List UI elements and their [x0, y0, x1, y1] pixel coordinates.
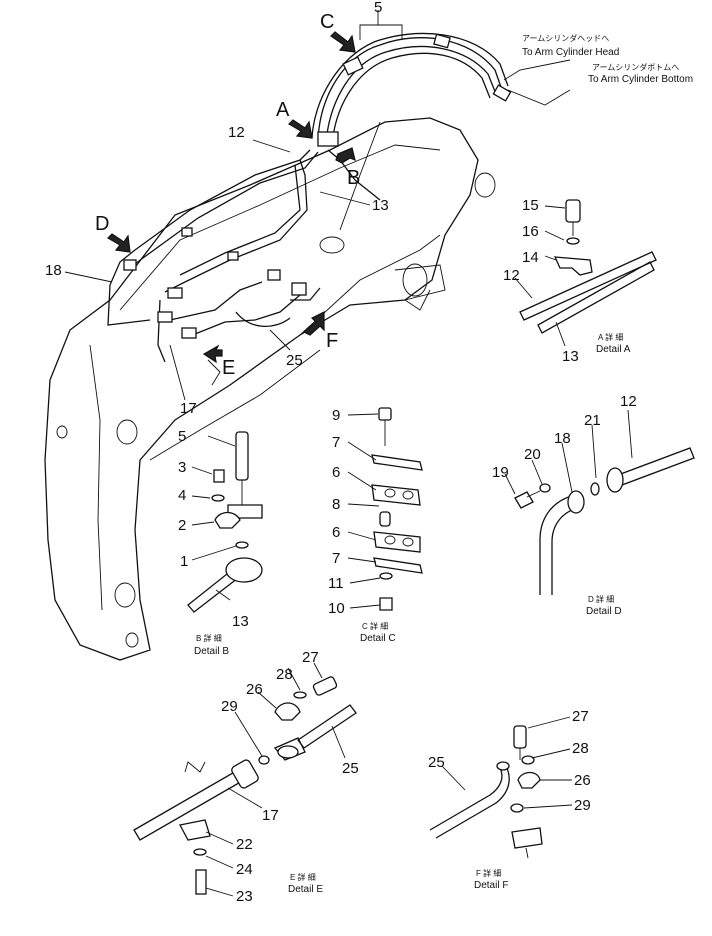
detail-d-en: Detail D [586, 606, 622, 617]
callout-6-c-top: 6 [332, 464, 340, 481]
callout-6-c-bottom: 6 [332, 524, 340, 541]
callout-26-e: 26 [246, 681, 263, 698]
callout-7-c-bottom: 7 [332, 550, 340, 567]
detail-f [429, 716, 573, 859]
detail-e [133, 662, 357, 897]
arm-cylinder-head-jp: アームシリンダヘッドへ [522, 33, 609, 43]
callout-29-e: 29 [221, 698, 238, 715]
detail-c-jp: C 詳 細 [362, 621, 388, 631]
callout-1-b: 1 [180, 553, 188, 570]
callout-20-d: 20 [524, 446, 541, 463]
callout-5-b: 5 [178, 428, 186, 445]
callout-16-a: 16 [522, 223, 539, 240]
detail-e-en: Detail E [288, 884, 323, 895]
arm-cylinder-head-en: To Arm Cylinder Head [522, 47, 619, 58]
callout-17-main: 17 [180, 400, 197, 417]
view-arrows [107, 31, 356, 364]
view-label-f: F [326, 330, 338, 352]
callout-22-e: 22 [236, 836, 253, 853]
callout-18-main: 18 [45, 262, 62, 279]
callout-12-main: 12 [228, 124, 245, 141]
callout-21-d: 21 [584, 412, 601, 429]
detail-f-en: Detail F [474, 880, 508, 891]
callout-3-b: 3 [178, 459, 186, 476]
callout-26-f: 26 [574, 772, 591, 789]
callout-27-e: 27 [302, 649, 319, 666]
callout-9-c: 9 [332, 407, 340, 424]
main-leaders [64, 10, 403, 401]
detail-c [347, 407, 423, 611]
callout-23-e: 23 [236, 888, 253, 905]
detail-c-en: Detail C [360, 633, 396, 644]
callout-8-c: 8 [332, 496, 340, 513]
detail-b [187, 431, 263, 613]
view-label-a: A [276, 99, 290, 121]
detail-b-jp: B 詳 細 [196, 633, 222, 643]
callout-11-c: 11 [328, 575, 344, 592]
detail-a-jp: A 詳 細 [598, 332, 623, 342]
callout-2-b: 2 [178, 517, 186, 534]
callout-15-a: 15 [522, 197, 539, 214]
detail-a [514, 199, 657, 347]
detail-d [504, 409, 695, 595]
arm-cylinder-bottom-en: To Arm Cylinder Bottom [588, 74, 693, 85]
callout-29-f: 29 [574, 797, 591, 814]
callout-17-e: 17 [262, 807, 279, 824]
callout-13-b: 13 [232, 613, 249, 630]
callout-13-a: 13 [562, 348, 579, 365]
callout-13-main: 13 [372, 197, 389, 214]
detail-e-jp: E 詳 細 [290, 872, 316, 882]
callout-5-main: 5 [374, 0, 382, 16]
view-label-b: B [347, 167, 360, 189]
callout-12-a: 12 [503, 267, 520, 284]
callout-24-e: 24 [236, 861, 253, 878]
callout-25-main: 25 [286, 352, 303, 369]
arm-cylinder-bottom-jp: アームシリンダボトムへ [592, 62, 679, 72]
callout-18-d: 18 [554, 430, 571, 447]
callout-12-d: 12 [620, 393, 637, 410]
arm-assembly [44, 117, 496, 661]
detail-b-en: Detail B [194, 646, 229, 657]
detail-a-en: Detail A [596, 344, 631, 355]
callout-14-a: 14 [522, 249, 539, 266]
view-label-c: C [320, 11, 334, 33]
detail-d-jp: D 詳 細 [588, 594, 614, 604]
view-label-e: E [222, 357, 235, 379]
callout-25-f: 25 [428, 754, 445, 771]
callout-19-d: 19 [492, 464, 509, 481]
view-label-d: D [95, 213, 109, 235]
callout-7-c-top: 7 [332, 434, 340, 451]
callout-25-e: 25 [342, 760, 359, 777]
callout-27-f: 27 [572, 708, 589, 725]
callout-10-c: 10 [328, 600, 345, 617]
detail-f-jp: F 詳 細 [476, 868, 501, 878]
hose-lines [107, 32, 571, 363]
callout-28-f: 28 [572, 740, 589, 757]
callout-4-b: 4 [178, 487, 186, 504]
callout-28-e: 28 [276, 666, 293, 683]
